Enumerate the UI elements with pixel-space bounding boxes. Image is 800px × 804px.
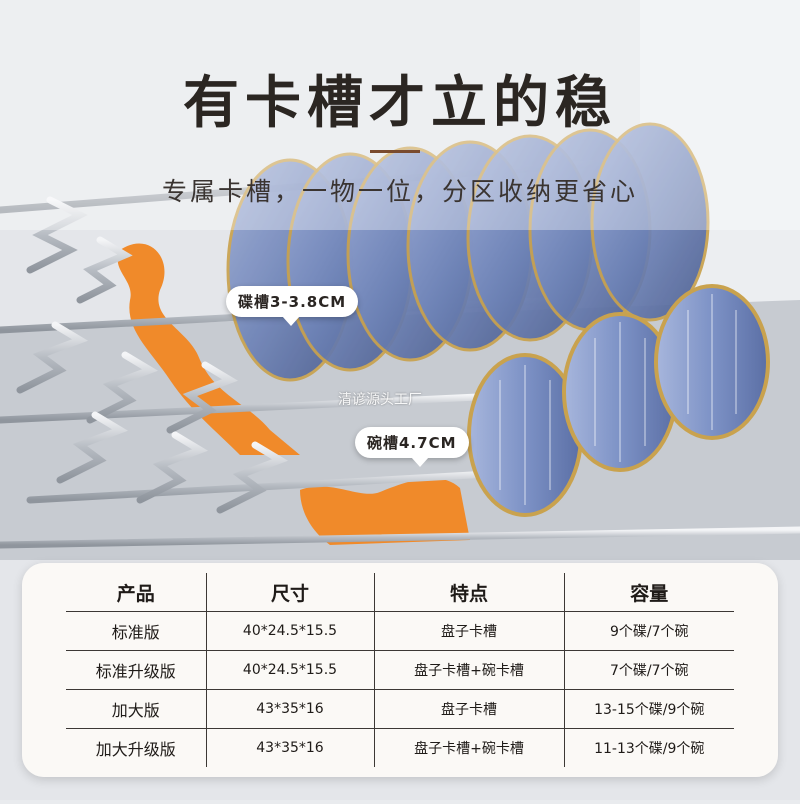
plates-group xyxy=(226,122,710,382)
spec-table: 产品 尺寸 特点 容量 标准版 40*24.5*15.5 盘子卡槽 9个碟/7个… xyxy=(66,573,734,767)
table-row: 标准升级版 40*24.5*15.5 盘子卡槽+碗卡槽 7个碟/7个碗 xyxy=(66,650,734,690)
cell-product: 加大版 xyxy=(66,689,206,729)
cell-feature: 盘子卡槽+碗卡槽 xyxy=(373,728,564,767)
bowl-slot-highlight xyxy=(300,478,470,545)
bowl-slot-callout: 碗槽4.7CM xyxy=(355,427,469,467)
table-row: 加大升级版 43*35*16 盘子卡槽+碗卡槽 11-13个碟/9个碗 xyxy=(66,728,734,767)
headline-subtitle: 专属卡槽，一物一位，分区收纳更省心 xyxy=(161,177,638,206)
cell-feature: 盘子卡槽+碗卡槽 xyxy=(373,650,564,690)
cell-product: 加大升级版 xyxy=(95,740,176,759)
cell-product: 标准升级版 xyxy=(66,650,206,690)
cell-size: 43*35*16 xyxy=(205,689,374,729)
cell-feature: 盘子卡槽 xyxy=(373,611,564,651)
cell-feature: 盘子卡槽 xyxy=(373,689,564,729)
cell-size: 40*24.5*15.5 xyxy=(205,650,374,690)
title-divider xyxy=(370,150,420,153)
cell-capacity: 11-13个碟/9个碗 xyxy=(563,728,734,767)
top-fade xyxy=(0,0,800,230)
spec-table-card: 产品 尺寸 特点 容量 标准版 40*24.5*15.5 盘子卡槽 9个碟/7个… xyxy=(22,563,778,777)
cell-size: 43*35*16 xyxy=(205,728,374,767)
header-product: 产品 xyxy=(66,573,206,612)
cell-size: 40*24.5*15.5 xyxy=(205,611,374,651)
cell-product: 标准版 xyxy=(66,611,206,651)
header-capacity: 容量 xyxy=(563,573,734,612)
plate-slot-callout: 碟槽3-3.8CM xyxy=(226,286,359,326)
watermark: 清谚源头工厂 xyxy=(338,392,422,408)
table-row: 标准版 40*24.5*15.5 盘子卡槽 9个碟/7个碗 xyxy=(66,611,734,651)
table-row: 加大版 43*35*16 盘子卡槽 13-15个碟/9个碗 xyxy=(66,689,734,729)
table-header-row: 产品 尺寸 特点 容量 xyxy=(66,573,734,612)
headline-title: 有卡槽才立的稳 xyxy=(183,71,617,136)
bowls-group xyxy=(467,284,770,517)
cell-capacity: 9个碟/7个碗 xyxy=(563,611,734,651)
header-size: 尺寸 xyxy=(205,573,374,612)
header-feature: 特点 xyxy=(373,573,564,612)
cell-capacity: 13-15个碟/9个碗 xyxy=(563,689,734,729)
cell-capacity: 7个碟/7个碗 xyxy=(563,650,734,690)
